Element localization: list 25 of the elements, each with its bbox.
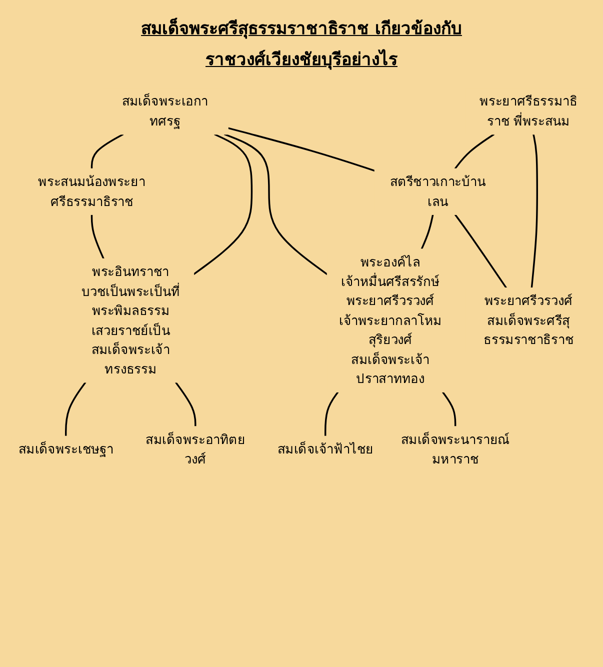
node-text: สตรีชาวเกาะบ้านเลน xyxy=(390,174,486,210)
connector xyxy=(442,392,456,427)
connector xyxy=(228,127,376,172)
connector xyxy=(454,214,508,289)
connector xyxy=(420,214,434,250)
node-text: สมเด็จพระเชษฐา xyxy=(18,442,114,458)
node-text: สมเด็จพระอาทิตยวงศ์ xyxy=(146,432,246,467)
connector xyxy=(90,214,104,260)
node-text: พระยาศรีธรรมาธิราช พี่พระสนม xyxy=(480,94,578,129)
node-text: พระองค์ไล เจ้าหมื่นศรีสรรักษ์ พระยาศรีวรวงศ์ เจ้าพระยากลาโหมสุริยวงศ์ สมเด็จพระเจ้าปราสาททอง xyxy=(338,254,442,387)
connector xyxy=(175,382,196,427)
connector xyxy=(454,134,495,170)
node-text: พระยาศรีวรวงศ์ สมเด็จพระศรีสุธรรมราชาธิราช xyxy=(484,293,574,348)
node-text: พระอินทราชา บวชเป็นพระเป็นที่พระพิมลธรรม เสวยราชย์เป็นสมเด็จพระเจ้าทรงธรรม xyxy=(81,264,180,377)
node-text: สมเด็จพระนารายณ์มหาราช xyxy=(400,432,510,467)
connector xyxy=(224,134,328,276)
title: สมเด็จพระศรีสุธรรมราชาธิราช เกียวข้องกับราชวงศ์เวียงชัยบุรีอย่างไร xyxy=(140,16,463,72)
connector xyxy=(90,134,124,169)
node-text: สมเด็จพระเอกาทศรฐ xyxy=(122,94,208,129)
node-text: สมเด็จเจ้าฟ้าไชย xyxy=(277,442,374,458)
connector xyxy=(324,392,339,436)
connector xyxy=(65,382,86,436)
connector xyxy=(530,134,538,288)
connector xyxy=(193,134,253,276)
node-text: พระสนมน้องพระยาศรีธรรมาธิราช xyxy=(38,174,146,210)
